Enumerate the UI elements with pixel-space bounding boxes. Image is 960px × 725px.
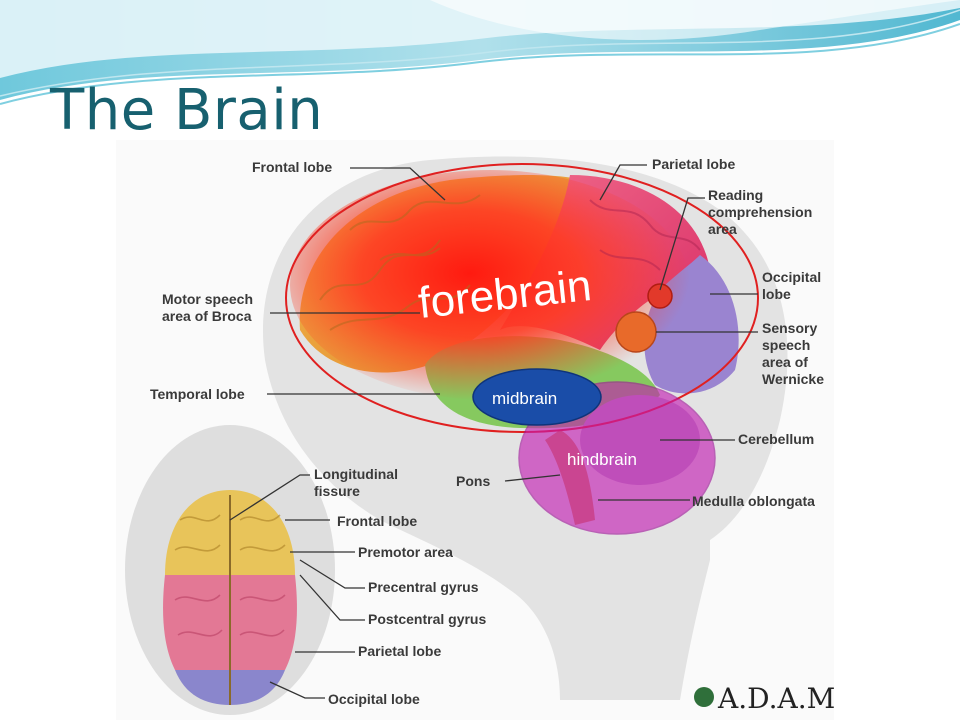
header-waves xyxy=(0,0,960,105)
label-reading-1: Reading xyxy=(708,187,763,203)
label-top-occipital: Occipital lobe xyxy=(328,691,420,707)
label-occipital-2: lobe xyxy=(762,286,791,302)
midbrain-label: midbrain xyxy=(492,389,557,408)
brain-diagram: forebrain midbrain hindbrain xyxy=(125,156,844,715)
label-occipital-1: Occipital xyxy=(762,269,821,285)
forebrain-glow xyxy=(290,170,690,400)
label-sensory-3: area of xyxy=(762,354,808,370)
label-medulla: Medulla oblongata xyxy=(692,493,815,509)
label-parietal-lobe: Parietal lobe xyxy=(652,156,735,172)
adam-logo: A.D.A.M. xyxy=(694,682,844,715)
side-leader-lines xyxy=(267,164,758,501)
label-sensory-1: Sensory xyxy=(762,320,817,336)
label-reading-2: comprehension xyxy=(708,204,812,220)
label-top-parietal: Parietal lobe xyxy=(358,643,441,659)
label-top-frontal: Frontal lobe xyxy=(337,513,417,529)
label-motor-2: area of Broca xyxy=(162,308,252,324)
label-sensory-4: Wernicke xyxy=(762,371,824,387)
label-postcentral: Postcentral gyrus xyxy=(368,611,486,627)
label-cerebellum: Cerebellum xyxy=(738,431,814,447)
label-reading-3: area xyxy=(708,221,737,237)
slide-title: The Brain xyxy=(50,78,324,143)
label-longitudinal-2: fissure xyxy=(314,483,360,499)
leaf-icon xyxy=(694,687,714,707)
label-motor-1: Motor speech xyxy=(162,291,253,307)
label-premotor: Premotor area xyxy=(358,544,453,560)
label-sensory-2: speech xyxy=(762,337,810,353)
gyri-texture xyxy=(319,194,481,331)
forebrain-outline xyxy=(285,163,759,433)
label-frontal-lobe: Frontal lobe xyxy=(252,159,332,175)
midbrain-overlay xyxy=(472,368,602,426)
label-precentral: Precentral gyrus xyxy=(368,579,479,595)
label-longitudinal-1: Longitudinal xyxy=(314,466,398,482)
logo-text: A.D.A.M. xyxy=(717,682,834,715)
brain-figure: forebrain midbrain hindbrain xyxy=(116,140,844,720)
label-temporal-lobe: Temporal lobe xyxy=(150,386,245,402)
label-pons: Pons xyxy=(456,473,490,489)
hindbrain-label: hindbrain xyxy=(567,450,637,469)
wernicke-marker xyxy=(615,311,657,353)
top-leader-lines xyxy=(229,474,365,699)
broca-marker xyxy=(647,283,673,309)
